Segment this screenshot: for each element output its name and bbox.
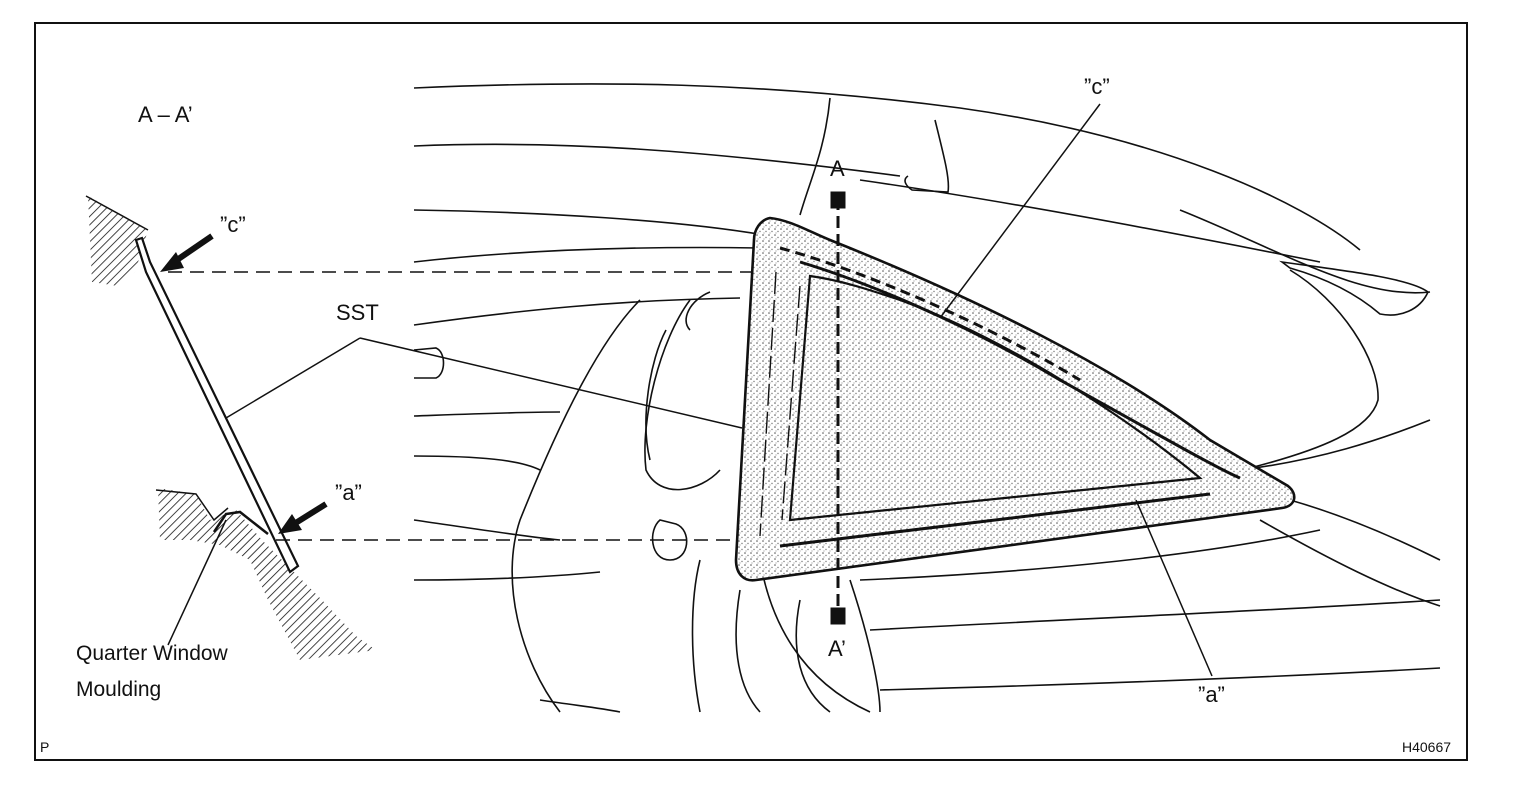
figure-frame (34, 22, 1468, 761)
sst-blade (134, 236, 300, 574)
leader-lines (359, 103, 1213, 677)
label-moulding-line1: Quarter Window (76, 642, 228, 665)
vehicle-outline (413, 83, 1441, 713)
section-cut-line (830, 191, 846, 625)
label-a-left: ”a” (335, 480, 362, 505)
label-c-right: ”c” (1084, 74, 1110, 99)
label-sst: SST (336, 300, 379, 325)
section-mark-bottom: A’ (828, 636, 846, 661)
section-mark-top: A (830, 156, 845, 181)
corner-mark: P (40, 739, 50, 755)
label-a-right: ”a” (1198, 682, 1225, 707)
figure-code: H40667 (1402, 739, 1452, 755)
label-moulding-line2: Moulding (76, 678, 162, 701)
upper-body-hatch (88, 196, 148, 286)
section-view (85, 195, 376, 660)
section-title: A – A’ (138, 102, 193, 127)
lower-body-hatch (158, 488, 376, 660)
quarter-window-glass (734, 216, 1296, 582)
label-c-left: ”c” (220, 212, 246, 237)
